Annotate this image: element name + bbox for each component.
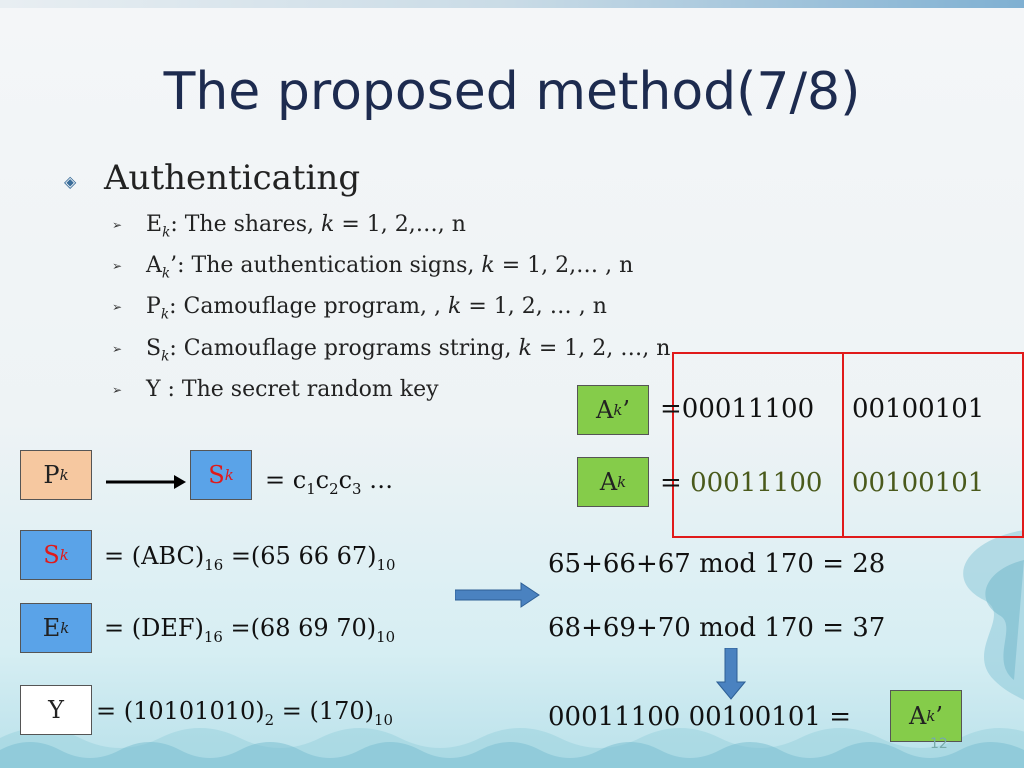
arrow-bullet-icon: ➢ xyxy=(112,259,123,273)
ak-value: = 00011100 xyxy=(660,468,823,498)
ak-prime-value-2: 00100101 xyxy=(852,394,985,424)
y-eq: = (10101010)2 = (170)10 xyxy=(96,697,393,729)
red-frame-left xyxy=(672,352,844,538)
slide-title: The proposed method(7/8) xyxy=(163,62,861,122)
ak-prime-value: =00011100 xyxy=(660,394,815,424)
def-eq: = (DEF)16 =(68 69 70)10 xyxy=(104,614,396,646)
right-arrow-icon xyxy=(106,475,186,489)
mod-eq-2: 68+69+70 mod 170 = 37 xyxy=(548,613,886,643)
red-frame-right xyxy=(842,352,1024,538)
arrow-bullet-icon: ➢ xyxy=(112,218,123,232)
sk-string-eq: = c1c2c3 … xyxy=(265,466,394,498)
wave-decoration xyxy=(0,728,1024,768)
mod-eq-1: 65+66+67 mod 170 = 28 xyxy=(548,549,886,579)
arrow-bullet-icon: ➢ xyxy=(112,300,123,314)
top-bar xyxy=(0,0,1024,8)
list-item-sk: ➢Sk: Camouflage programs string, k = 1, … xyxy=(112,336,671,365)
diamond-bullet-icon: ◈ xyxy=(64,172,77,191)
block-arrow-down-icon xyxy=(716,648,746,700)
list-item-ek: ➢Ek: The shares, k = 1, 2,…, n xyxy=(112,212,466,241)
arrow-bullet-icon: ➢ xyxy=(112,383,123,397)
list-item-pk: ➢Pk: Camouflage program, , k = 1, 2, … ,… xyxy=(112,294,607,323)
y-box: Y xyxy=(20,685,92,735)
list-item-ak: ➢Ak’: The authentication signs, k = 1, 2… xyxy=(112,253,634,282)
block-arrow-right-icon xyxy=(455,582,540,608)
arrow-bullet-icon: ➢ xyxy=(112,342,123,356)
result-eq: 00011100 00100101 = xyxy=(548,702,851,732)
slide-number: 12 xyxy=(930,736,948,752)
list-item-y: ➢Y : The secret random key xyxy=(112,377,439,402)
ak-value-2: 00100101 xyxy=(852,468,985,498)
dragon-decoration xyxy=(963,530,1024,700)
abc-eq: = (ABC)16 =(65 66 67)10 xyxy=(104,542,396,574)
